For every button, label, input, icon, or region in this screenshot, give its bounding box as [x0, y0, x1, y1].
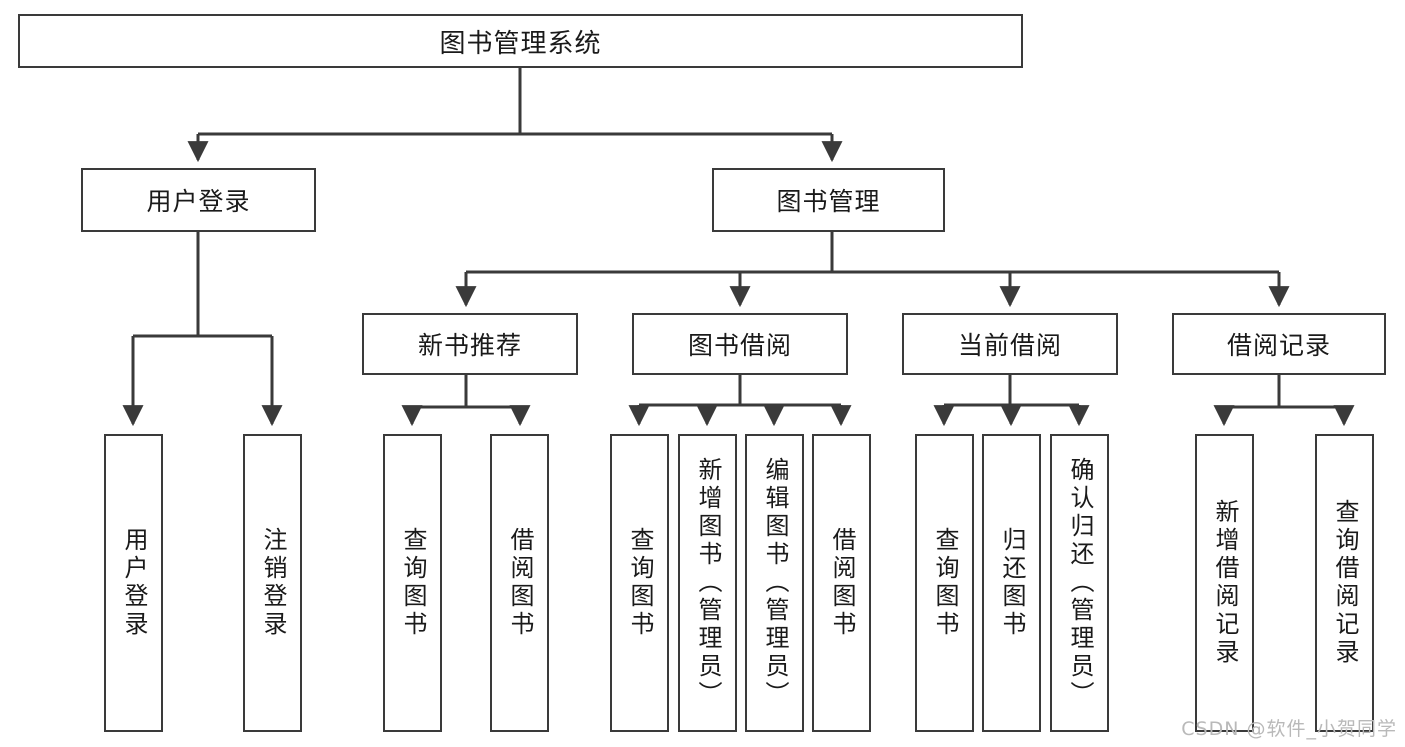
leaf-label: 新增借阅记录 — [1210, 499, 1239, 667]
node-label: 借阅记录 — [1226, 331, 1331, 360]
leaf-label: 查询图书 — [398, 527, 427, 639]
leaf-label: 借阅图书 — [827, 527, 856, 639]
leaf-current-borrow-confirm-return-admin[interactable]: 确认归还（管理员） — [1050, 434, 1109, 732]
leaf-book-borrow-edit-book-admin[interactable]: 编辑图书（管理员） — [745, 434, 804, 732]
leaf-label: 借阅图书 — [505, 527, 534, 639]
leaf-label: 确认归还（管理员） — [1065, 457, 1094, 709]
node-user-login[interactable]: 用户登录 — [81, 168, 316, 232]
leaf-label: 查询图书 — [930, 527, 959, 639]
node-label: 图书管理 — [776, 187, 881, 216]
leaf-label: 编辑图书（管理员） — [760, 457, 789, 709]
leaf-borrow-record-query-record[interactable]: 查询借阅记录 — [1315, 434, 1374, 732]
leaf-user-login-login[interactable]: 用户登录 — [104, 434, 163, 732]
node-label: 图书借阅 — [687, 331, 792, 360]
leaf-current-borrow-query-book[interactable]: 查询图书 — [915, 434, 974, 732]
node-label: 用户登录 — [146, 187, 251, 216]
leaf-new-book-query-book[interactable]: 查询图书 — [383, 434, 442, 732]
leaf-book-borrow-add-book-admin[interactable]: 新增图书（管理员） — [678, 434, 737, 732]
node-book-management[interactable]: 图书管理 — [712, 168, 945, 232]
node-label: 图书管理系统 — [439, 28, 602, 59]
node-book-borrow[interactable]: 图书借阅 — [632, 313, 848, 375]
leaf-book-borrow-borrow-book[interactable]: 借阅图书 — [812, 434, 871, 732]
node-new-book-recommend[interactable]: 新书推荐 — [362, 313, 578, 375]
node-current-borrow[interactable]: 当前借阅 — [902, 313, 1118, 375]
node-root-book-management-system[interactable]: 图书管理系统 — [18, 14, 1023, 68]
leaf-new-book-borrow-book[interactable]: 借阅图书 — [490, 434, 549, 732]
leaf-label: 归还图书 — [997, 527, 1026, 639]
node-label: 当前借阅 — [957, 331, 1062, 360]
leaf-book-borrow-query-book[interactable]: 查询图书 — [610, 434, 669, 732]
node-label: 新书推荐 — [417, 331, 522, 360]
leaf-label: 查询借阅记录 — [1330, 499, 1359, 667]
node-borrow-record[interactable]: 借阅记录 — [1172, 313, 1386, 375]
leaf-label: 新增图书（管理员） — [693, 457, 722, 709]
leaf-borrow-record-add-record[interactable]: 新增借阅记录 — [1195, 434, 1254, 732]
leaf-current-borrow-return-book[interactable]: 归还图书 — [982, 434, 1041, 732]
leaf-label: 查询图书 — [625, 527, 654, 639]
leaf-label: 注销登录 — [258, 527, 287, 639]
leaf-label: 用户登录 — [119, 527, 148, 639]
leaf-user-login-logout[interactable]: 注销登录 — [243, 434, 302, 732]
